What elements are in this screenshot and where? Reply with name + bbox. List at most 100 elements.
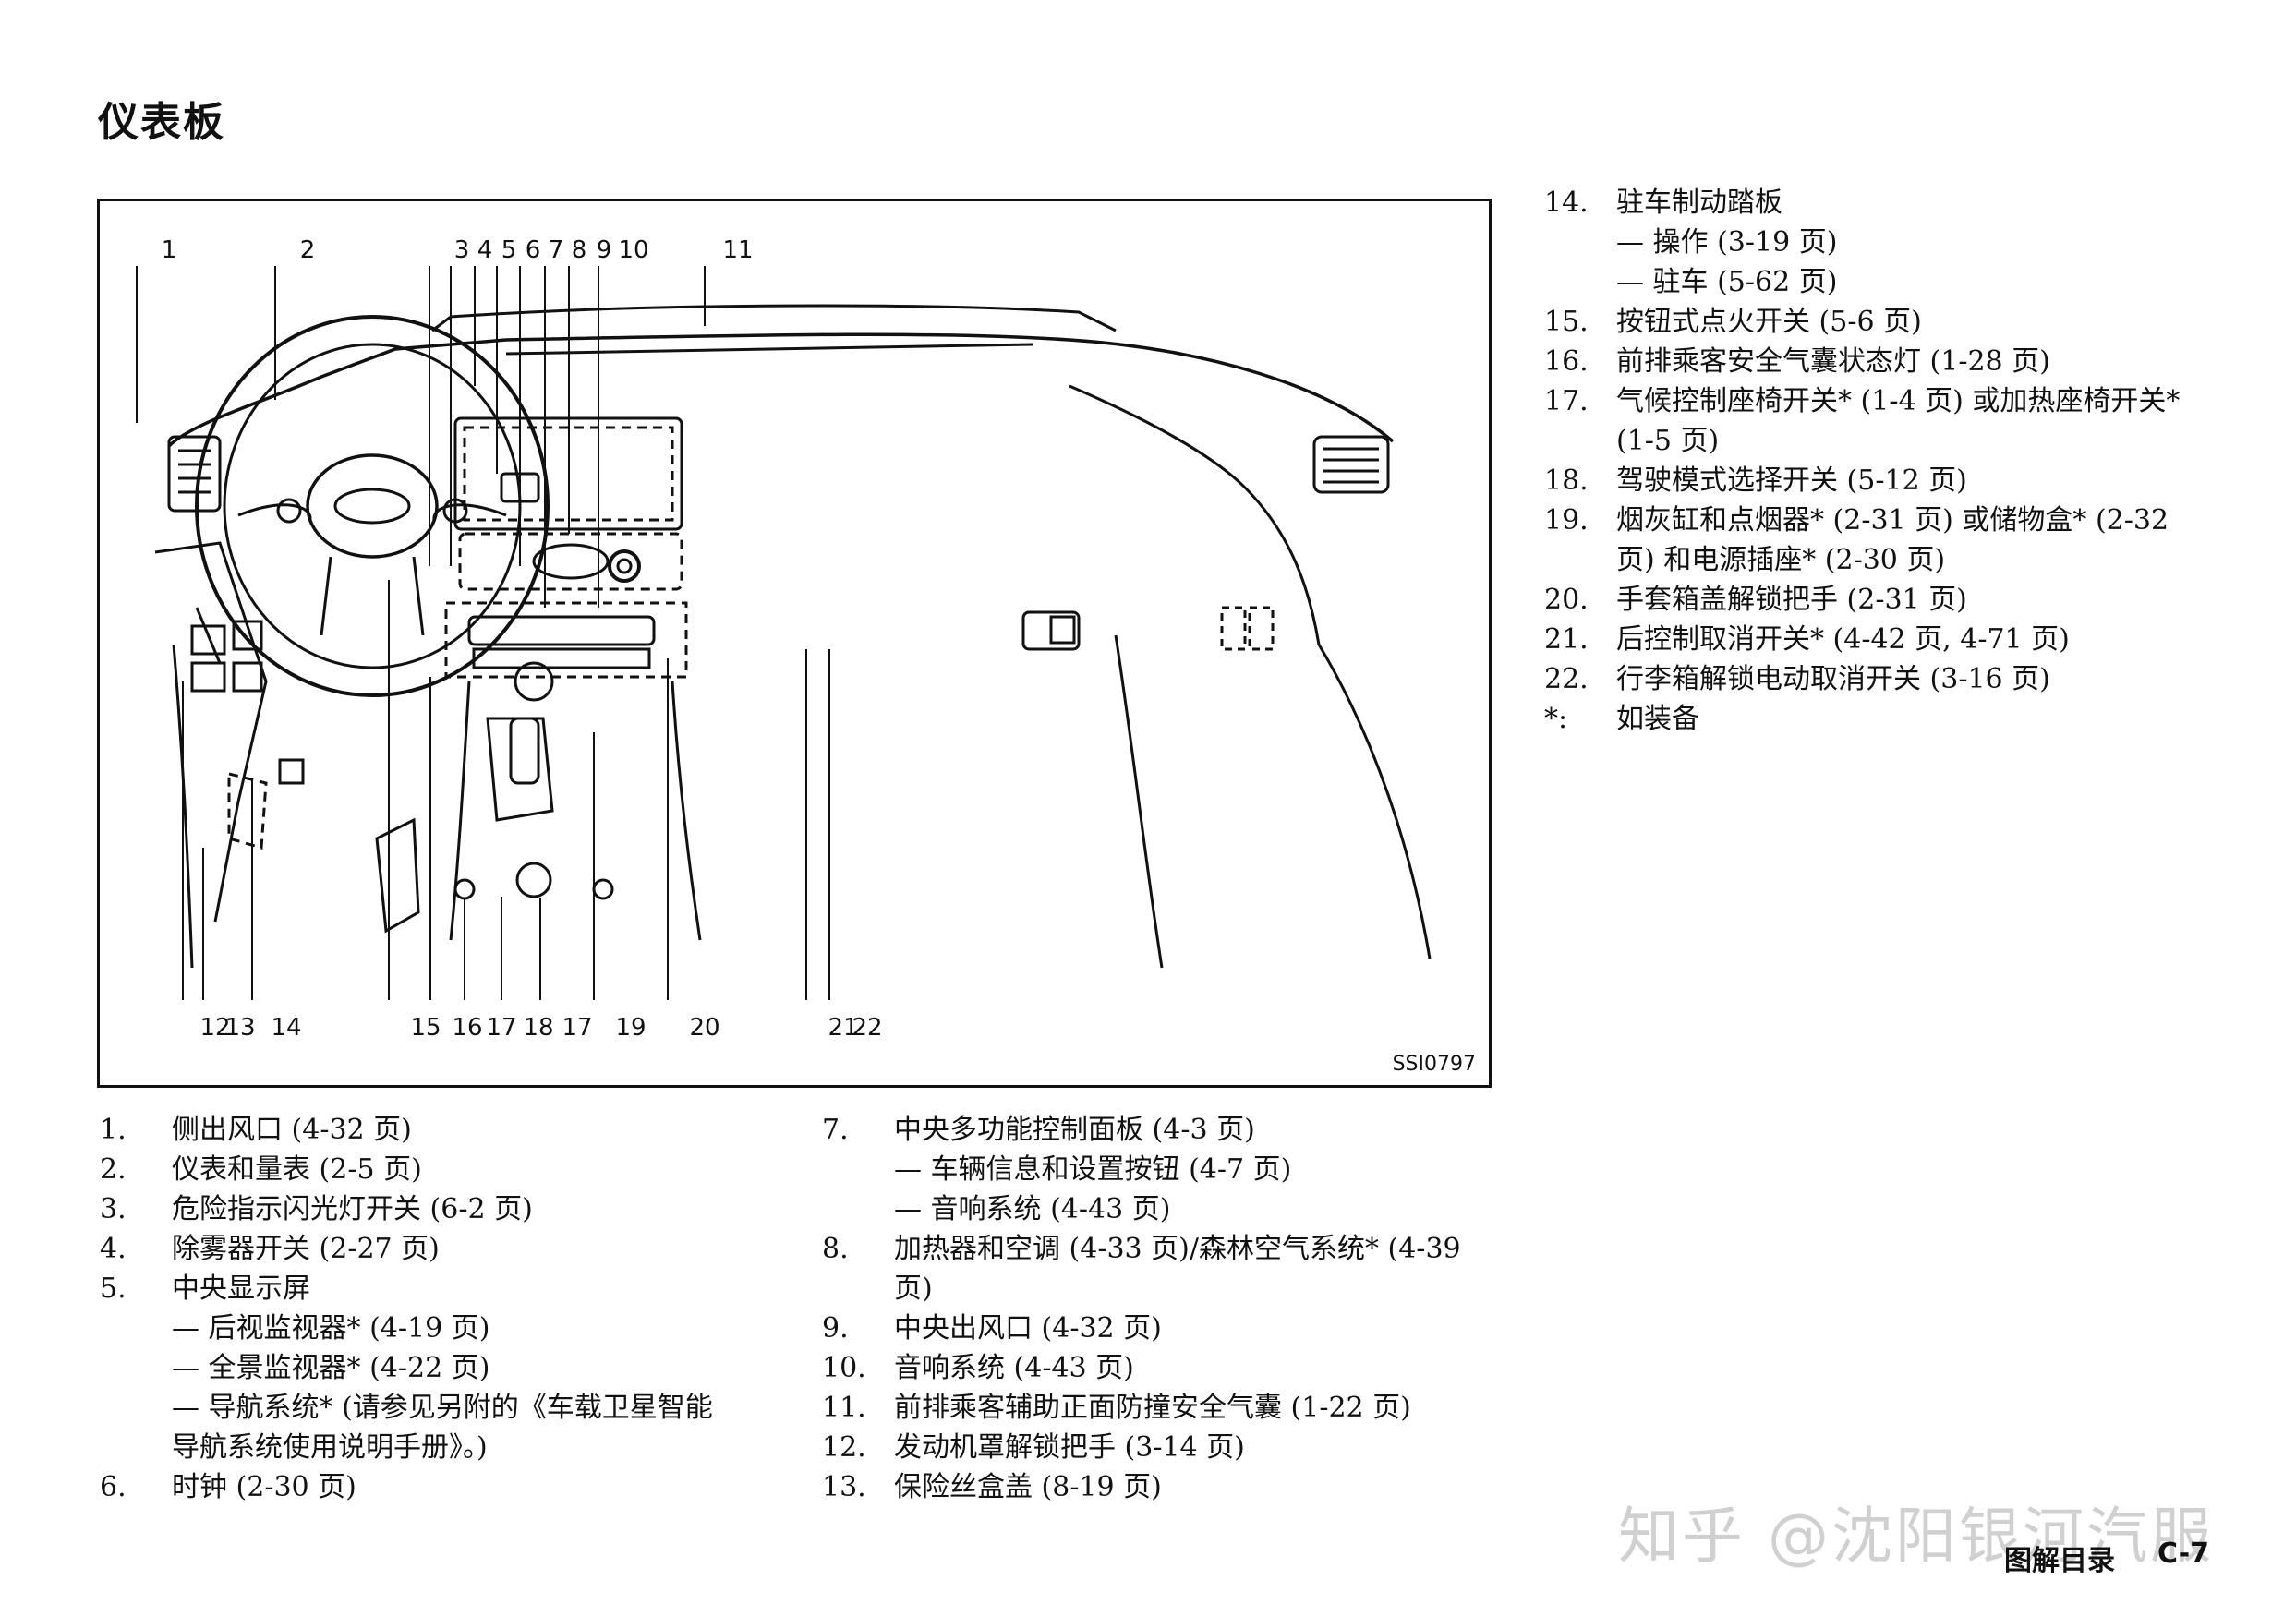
callout-5: 5 bbox=[501, 236, 517, 264]
legend-item: 10. 音响系统 (4-43 页) bbox=[822, 1348, 1524, 1388]
footer-section-label: 图解目录 bbox=[2004, 1545, 2115, 1577]
legend-item-subline: — 后视监视器* (4-19 页) bbox=[172, 1312, 490, 1345]
legend-item-number: 19. bbox=[1544, 504, 1589, 537]
legend-item-text: 侧出风口 (4-32 页) bbox=[172, 1114, 412, 1146]
legend-item-number: 22. bbox=[1544, 663, 1589, 695]
legend-item: 20.手套箱盖解锁把手 (2-31 页) bbox=[1544, 580, 2265, 620]
legend-item: 22.行李箱解锁电动取消开关 (3-16 页) bbox=[1544, 659, 2265, 699]
legend-item-number: 2. bbox=[100, 1153, 127, 1186]
legend-item: 1. 侧出风口 (4-32 页) bbox=[100, 1110, 802, 1150]
legend-item: 8. 加热器和空调 (4-33 页)/森林空气系统* (4-39 页) bbox=[822, 1229, 1524, 1308]
legend-item-number: 11. bbox=[822, 1392, 866, 1424]
legend-item-subline: — 导航系统* (请参见另附的《车载卫星智能 bbox=[172, 1392, 713, 1424]
legend-item-text: 气候控制座椅开关* (1-4 页) 或加热座椅开关* bbox=[1616, 385, 2181, 417]
legend-item-text: 除雾器开关 (2-27 页) bbox=[172, 1233, 440, 1265]
legend-item-number: 1. bbox=[100, 1114, 127, 1146]
legend-item-text: 保险丝盒盖 (8-19 页) bbox=[894, 1471, 1162, 1503]
watermark: 知乎 @沈阳银河汽服 bbox=[1618, 1501, 2214, 1572]
legend-item-subline: 页) bbox=[894, 1272, 933, 1305]
callout-16: 16 bbox=[452, 1014, 483, 1042]
callout-11: 11 bbox=[722, 236, 754, 264]
legend-list-middle: 7. 中央多功能控制面板 (4-3 页) — 车辆信息和设置按钮 (4-7 页) — … bbox=[822, 1110, 1524, 1507]
legend-list-right: 14. 驻车制动踏板 — 操作 (3-19 页) — 驻车 (5-62 页) 15. 按钮… bbox=[1544, 183, 2265, 739]
callout-17b: 17 bbox=[562, 1014, 593, 1042]
legend-item-text: 如装备 bbox=[1616, 703, 1699, 735]
callout-19: 19 bbox=[615, 1014, 647, 1042]
legend-item-text: 中央多功能控制面板 (4-3 页) bbox=[894, 1114, 1255, 1146]
legend-item-number: 6. bbox=[100, 1471, 127, 1503]
legend-item-text: 前排乘客安全气囊状态灯 (1-28 页) bbox=[1616, 345, 2050, 378]
legend-item: 13. 保险丝盒盖 (8-19 页) bbox=[822, 1467, 1524, 1507]
legend-item: 17. 气候控制座椅开关* (1-4 页) 或加热座椅开关* (1-5 页) bbox=[1544, 381, 2265, 461]
legend-item: 6. 时钟 (2-30 页) bbox=[100, 1467, 802, 1507]
callout-1: 1 bbox=[161, 236, 177, 264]
legend-item-text: 发动机罩解锁把手 (3-14 页) bbox=[894, 1431, 1245, 1464]
legend-item-number: 17. bbox=[1544, 385, 1589, 417]
legend-item-text: 音响系统 (4-43 页) bbox=[894, 1352, 1134, 1384]
legend-item-number: 16. bbox=[1544, 345, 1589, 378]
callout-13: 13 bbox=[224, 1014, 256, 1042]
legend-item-text: 前排乘客辅助正面防撞安全气囊 (1-22 页) bbox=[894, 1392, 1411, 1424]
figure-id: SSI0797 bbox=[1392, 1053, 1476, 1076]
legend-item-number: 7. bbox=[822, 1114, 849, 1146]
callout-8: 8 bbox=[571, 236, 587, 264]
dashboard-figure: 1 2 3 4 5 6 7 8 9 10 11 12 13 14 15 16 1… bbox=[97, 199, 1492, 1088]
legend-item: *:如装备 bbox=[1544, 699, 2265, 739]
legend-item-subline: — 操作 (3-19 页) bbox=[1616, 226, 1838, 259]
legend-item-number: 15. bbox=[1544, 306, 1589, 338]
callout-3: 3 bbox=[453, 236, 470, 264]
callout-20: 20 bbox=[689, 1014, 720, 1042]
legend-item-subline: (1-5 页) bbox=[1616, 425, 1720, 457]
legend-item-number: 9. bbox=[822, 1312, 849, 1345]
legend-item: 16. 前排乘客安全气囊状态灯 (1-28 页) bbox=[1544, 342, 2265, 381]
legend-item-text: 驻车制动踏板 bbox=[1616, 187, 1782, 219]
legend-item: 15. 按钮式点火开关 (5-6 页) bbox=[1544, 302, 2265, 342]
legend-item-text: 按钮式点火开关 (5-6 页) bbox=[1616, 306, 1922, 338]
legend-item-text: 危险指示闪光灯开关 (6-2 页) bbox=[172, 1193, 533, 1225]
legend-item-number: 18. bbox=[1544, 464, 1589, 497]
legend-item: 12. 发动机罩解锁把手 (3-14 页) bbox=[822, 1428, 1524, 1467]
legend-item: 4. 除雾器开关 (2-27 页) bbox=[100, 1229, 802, 1269]
legend-item-number: 13. bbox=[822, 1471, 866, 1503]
callout-22: 22 bbox=[852, 1014, 883, 1042]
legend-item-subline: — 驻车 (5-62 页) bbox=[1616, 266, 1838, 298]
dashboard-illustration bbox=[136, 266, 1432, 1000]
legend-item-number: 8. bbox=[822, 1233, 849, 1265]
legend-item-subline: — 全景监视器* (4-22 页) bbox=[172, 1352, 490, 1384]
legend-item-number: 4. bbox=[100, 1233, 127, 1265]
legend-item-text: 烟灰缸和点烟器* (2-31 页) 或储物盒* (2-32 bbox=[1616, 504, 2169, 537]
legend-item: 11. 前排乘客辅助正面防撞安全气囊 (1-22 页) bbox=[822, 1388, 1524, 1428]
legend-item-text: 中央出风口 (4-32 页) bbox=[894, 1312, 1162, 1345]
legend-item-text: 手套箱盖解锁把手 (2-31 页) bbox=[1616, 584, 1967, 616]
legend-item: 2. 仪表和量表 (2-5 页) bbox=[100, 1150, 802, 1189]
page-title: 仪表板 bbox=[98, 99, 225, 146]
legend-item-text: 仪表和量表 (2-5 页) bbox=[172, 1153, 422, 1186]
legend-item-text: 驾驶模式选择开关 (5-12 页) bbox=[1616, 464, 1967, 497]
legend-item-number: 10. bbox=[822, 1352, 866, 1384]
legend-item-number: 3. bbox=[100, 1193, 127, 1225]
legend-item: 7. 中央多功能控制面板 (4-3 页) — 车辆信息和设置按钮 (4-7 页) — … bbox=[822, 1110, 1524, 1229]
callout-14: 14 bbox=[271, 1014, 302, 1042]
callout-4: 4 bbox=[477, 236, 493, 264]
legend-item-subline: 导航系统使用说明手册》。) bbox=[172, 1431, 488, 1464]
callout-21: 21 bbox=[828, 1014, 859, 1042]
legend-item: 19. 烟灰缸和点烟器* (2-31 页) 或储物盒* (2-32 页) 和电源插座… bbox=[1544, 500, 2265, 580]
legend-item-subline: 页) 和电源插座* (2-30 页) bbox=[1616, 544, 1946, 576]
legend-item-number: 14. bbox=[1544, 187, 1589, 219]
callout-12: 12 bbox=[199, 1014, 231, 1042]
callout-6: 6 bbox=[525, 236, 541, 264]
legend-item-number: 12. bbox=[822, 1431, 866, 1464]
legend-item: 21.后控制取消开关* (4-42 页, 4-71 页) bbox=[1544, 620, 2265, 659]
legend-item-text: 加热器和空调 (4-33 页)/森林空气系统* (4-39 bbox=[894, 1233, 1461, 1265]
footer-page-number: C-7 bbox=[2157, 1538, 2210, 1570]
legend-item-subline: — 音响系统 (4-43 页) bbox=[894, 1193, 1171, 1225]
legend-item-text: 后控制取消开关* (4-42 页, 4-71 页) bbox=[1616, 623, 2070, 656]
callout-7: 7 bbox=[548, 236, 564, 264]
legend-item: 14. 驻车制动踏板 — 操作 (3-19 页) — 驻车 (5-62 页) bbox=[1544, 183, 2265, 302]
legend-item: 9. 中央出风口 (4-32 页) bbox=[822, 1308, 1524, 1348]
legend-item-text: 时钟 (2-30 页) bbox=[172, 1471, 356, 1503]
legend-item: 5.中央显示屏— 后视监视器* (4-19 页)— 全景监视器* (4-22 页… bbox=[100, 1269, 802, 1467]
legend-item-subline: — 车辆信息和设置按钮 (4-7 页) bbox=[894, 1153, 1292, 1186]
callout-15: 15 bbox=[410, 1014, 441, 1042]
callout-17a: 17 bbox=[486, 1014, 517, 1042]
